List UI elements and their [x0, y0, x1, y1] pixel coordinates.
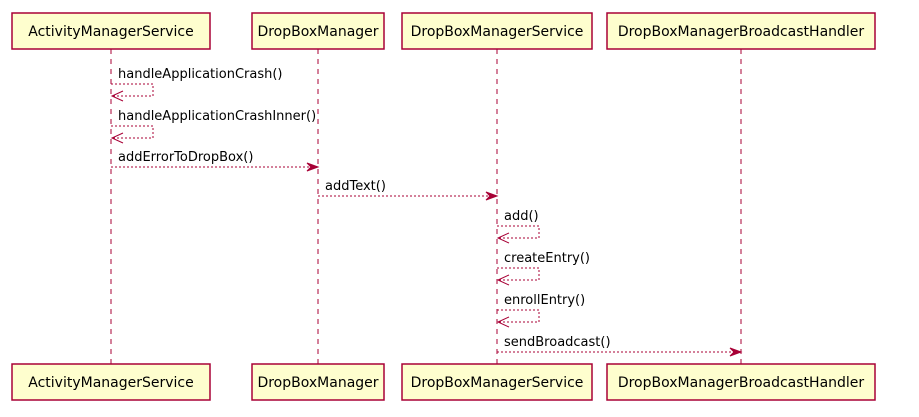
- participant-label: DropBoxManagerService: [411, 24, 584, 40]
- message-6: enrollEntry(): [496, 293, 585, 328]
- message-label: addErrorToDropBox(): [118, 150, 253, 165]
- arrow-head: [110, 132, 124, 144]
- message-label: handleApplicationCrash(): [118, 67, 283, 82]
- participant-dbm-top[interactable]: DropBoxManager: [251, 12, 385, 50]
- message-label: handleApplicationCrashInner(): [118, 109, 316, 124]
- arrow-head: [110, 90, 124, 102]
- arrow-head: [496, 232, 510, 244]
- message-label: addText(): [325, 179, 386, 194]
- participant-box: [11, 363, 211, 401]
- message-2: addErrorToDropBox(): [111, 150, 320, 172]
- message-4: add(): [496, 209, 540, 244]
- message-line: [111, 83, 154, 97]
- participant-ams-bottom[interactable]: ActivityManagerService: [11, 363, 211, 401]
- participant-box: [606, 12, 876, 50]
- participant-label: DropBoxManager: [257, 375, 378, 391]
- participant-dbm-bottom[interactable]: DropBoxManager: [251, 363, 385, 401]
- participant-label: DropBoxManagerBroadcastHandler: [618, 24, 865, 40]
- participant-label: DropBoxManager: [257, 24, 378, 40]
- participant-ams-top[interactable]: ActivityManagerService: [11, 12, 211, 50]
- message-1: handleApplicationCrashInner(): [110, 109, 316, 144]
- participant-label: ActivityManagerService: [28, 24, 193, 40]
- arrow-head: [496, 274, 510, 286]
- message-0: handleApplicationCrash(): [110, 67, 283, 102]
- participant-dbmbh-top[interactable]: DropBoxManagerBroadcastHandler: [606, 12, 876, 50]
- participant-dbms-bottom[interactable]: DropBoxManagerService: [401, 363, 593, 401]
- participant-box: [251, 12, 385, 50]
- participant-label: DropBoxManagerService: [411, 375, 584, 391]
- participants-top: ActivityManagerService DropBoxManager Drop…: [11, 12, 876, 50]
- message-line: [497, 309, 540, 323]
- message-line: [497, 267, 540, 281]
- arrow-head: [496, 316, 510, 328]
- message-label: enrollEntry(): [504, 293, 585, 308]
- participant-box: [251, 363, 385, 401]
- message-label: createEntry(): [504, 251, 590, 266]
- arrow-head: [306, 162, 320, 172]
- message-3: addText(): [318, 179, 499, 201]
- participant-label: DropBoxManagerBroadcastHandler: [618, 375, 865, 391]
- message-7: sendBroadcast(): [497, 335, 743, 357]
- arrow-head: [729, 347, 743, 357]
- message-label: sendBroadcast(): [504, 335, 611, 350]
- message-label: add(): [504, 209, 539, 224]
- message-5: createEntry(): [496, 251, 590, 286]
- participant-dbmbh-bottom[interactable]: DropBoxManagerBroadcastHandler: [606, 363, 876, 401]
- message-line: [497, 225, 540, 239]
- messages: handleApplicationCrash() handleApplicatio…: [110, 67, 743, 357]
- participant-box: [11, 12, 211, 50]
- arrow-head: [485, 191, 499, 201]
- message-line: [111, 125, 154, 139]
- participants-bottom: ActivityManagerService DropBoxManager Drop…: [11, 363, 876, 401]
- participant-box: [606, 363, 876, 401]
- participant-box: [401, 12, 593, 50]
- participant-label: ActivityManagerService: [28, 375, 193, 391]
- participant-box: [401, 363, 593, 401]
- participant-dbms-top[interactable]: DropBoxManagerService: [401, 12, 593, 50]
- lifelines: [110, 49, 742, 364]
